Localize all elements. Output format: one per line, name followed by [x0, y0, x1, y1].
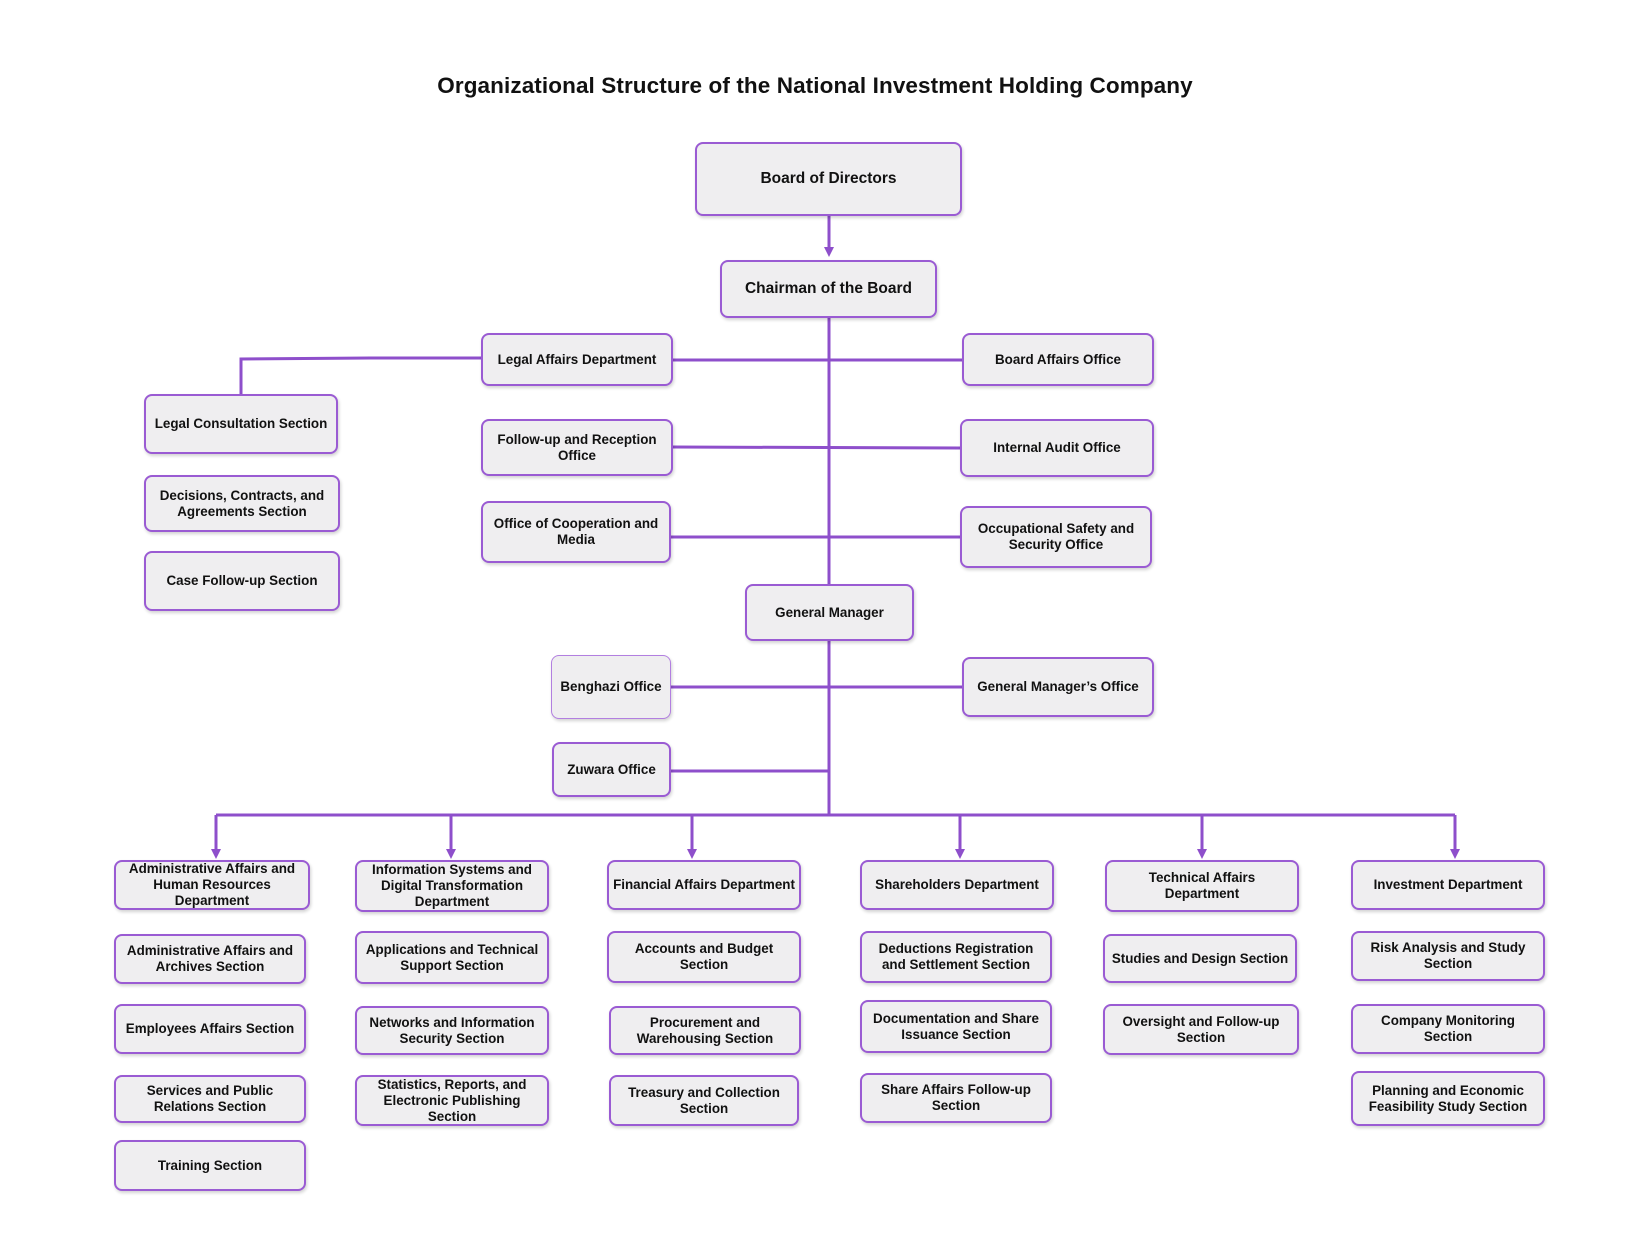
share-affairs-followup-section-box: Share Affairs Follow-up Section: [860, 1073, 1052, 1123]
networks-security-section-box: Networks and Information Security Sectio…: [355, 1006, 549, 1055]
benghazi-office-box: Benghazi Office: [551, 655, 671, 719]
oversight-followup-section-box: Oversight and Follow-up Section: [1103, 1004, 1299, 1055]
legal-affairs-department-box: Legal Affairs Department: [481, 333, 673, 386]
documentation-issuance-section-box: Documentation and Share Issuance Section: [860, 1000, 1052, 1053]
info-systems-department-box: Information Systems and Digital Transfor…: [355, 860, 549, 912]
employees-affairs-section-box: Employees Affairs Section: [114, 1004, 306, 1054]
general-managers-office-box: General Manager’s Office: [962, 657, 1154, 717]
studies-design-section-box: Studies and Design Section: [1103, 934, 1297, 983]
safety-security-office-box: Occupational Safety and Security Office: [960, 506, 1152, 568]
page-title: Organizational Structure of the National…: [437, 73, 1193, 98]
admin-hr-department-box: Administrative Affairs and Human Resourc…: [114, 860, 310, 910]
branch-followup-audit: [672, 445, 961, 450]
general-manager-box: General Manager: [745, 584, 914, 641]
board-of-directors-box: Board of Directors: [695, 142, 962, 216]
statistics-publishing-section-box: Statistics, Reports, and Electronic Publ…: [355, 1075, 549, 1126]
risk-analysis-section-box: Risk Analysis and Study Section: [1351, 931, 1545, 981]
legal-to-consultation-line: [239, 356, 481, 394]
admin-archives-section-box: Administrative Affairs and Archives Sect…: [114, 934, 306, 984]
procurement-warehousing-section-box: Procurement and Warehousing Section: [609, 1006, 801, 1055]
treasury-collection-section-box: Treasury and Collection Section: [609, 1075, 799, 1126]
shareholders-department-box: Shareholders Department: [860, 860, 1054, 910]
deductions-settlement-section-box: Deductions Registration and Settlement S…: [860, 931, 1052, 983]
chairman-box: Chairman of the Board: [720, 260, 937, 318]
services-pr-section-box: Services and Public Relations Section: [114, 1075, 306, 1123]
investment-department-box: Investment Department: [1351, 860, 1545, 910]
board-affairs-office-box: Board Affairs Office: [962, 333, 1154, 386]
training-section-box: Training Section: [114, 1140, 306, 1191]
followup-reception-office-box: Follow-up and Reception Office: [481, 419, 673, 476]
financial-affairs-department-box: Financial Affairs Department: [607, 860, 801, 910]
internal-audit-office-box: Internal Audit Office: [960, 419, 1154, 477]
planning-feasibility-section-box: Planning and Economic Feasibility Study …: [1351, 1071, 1545, 1126]
zuwara-office-box: Zuwara Office: [552, 742, 671, 797]
accounts-budget-section-box: Accounts and Budget Section: [607, 931, 801, 983]
decisions-contracts-section-box: Decisions, Contracts, and Agreements Sec…: [144, 475, 340, 532]
case-followup-section-box: Case Follow-up Section: [144, 551, 340, 611]
company-monitoring-section-box: Company Monitoring Section: [1351, 1004, 1545, 1054]
legal-consultation-section-box: Legal Consultation Section: [144, 394, 338, 454]
cooperation-media-office-box: Office of Cooperation and Media: [481, 501, 671, 563]
applications-support-section-box: Applications and Technical Support Secti…: [355, 931, 549, 984]
technical-affairs-department-box: Technical Affairs Department: [1105, 860, 1299, 912]
